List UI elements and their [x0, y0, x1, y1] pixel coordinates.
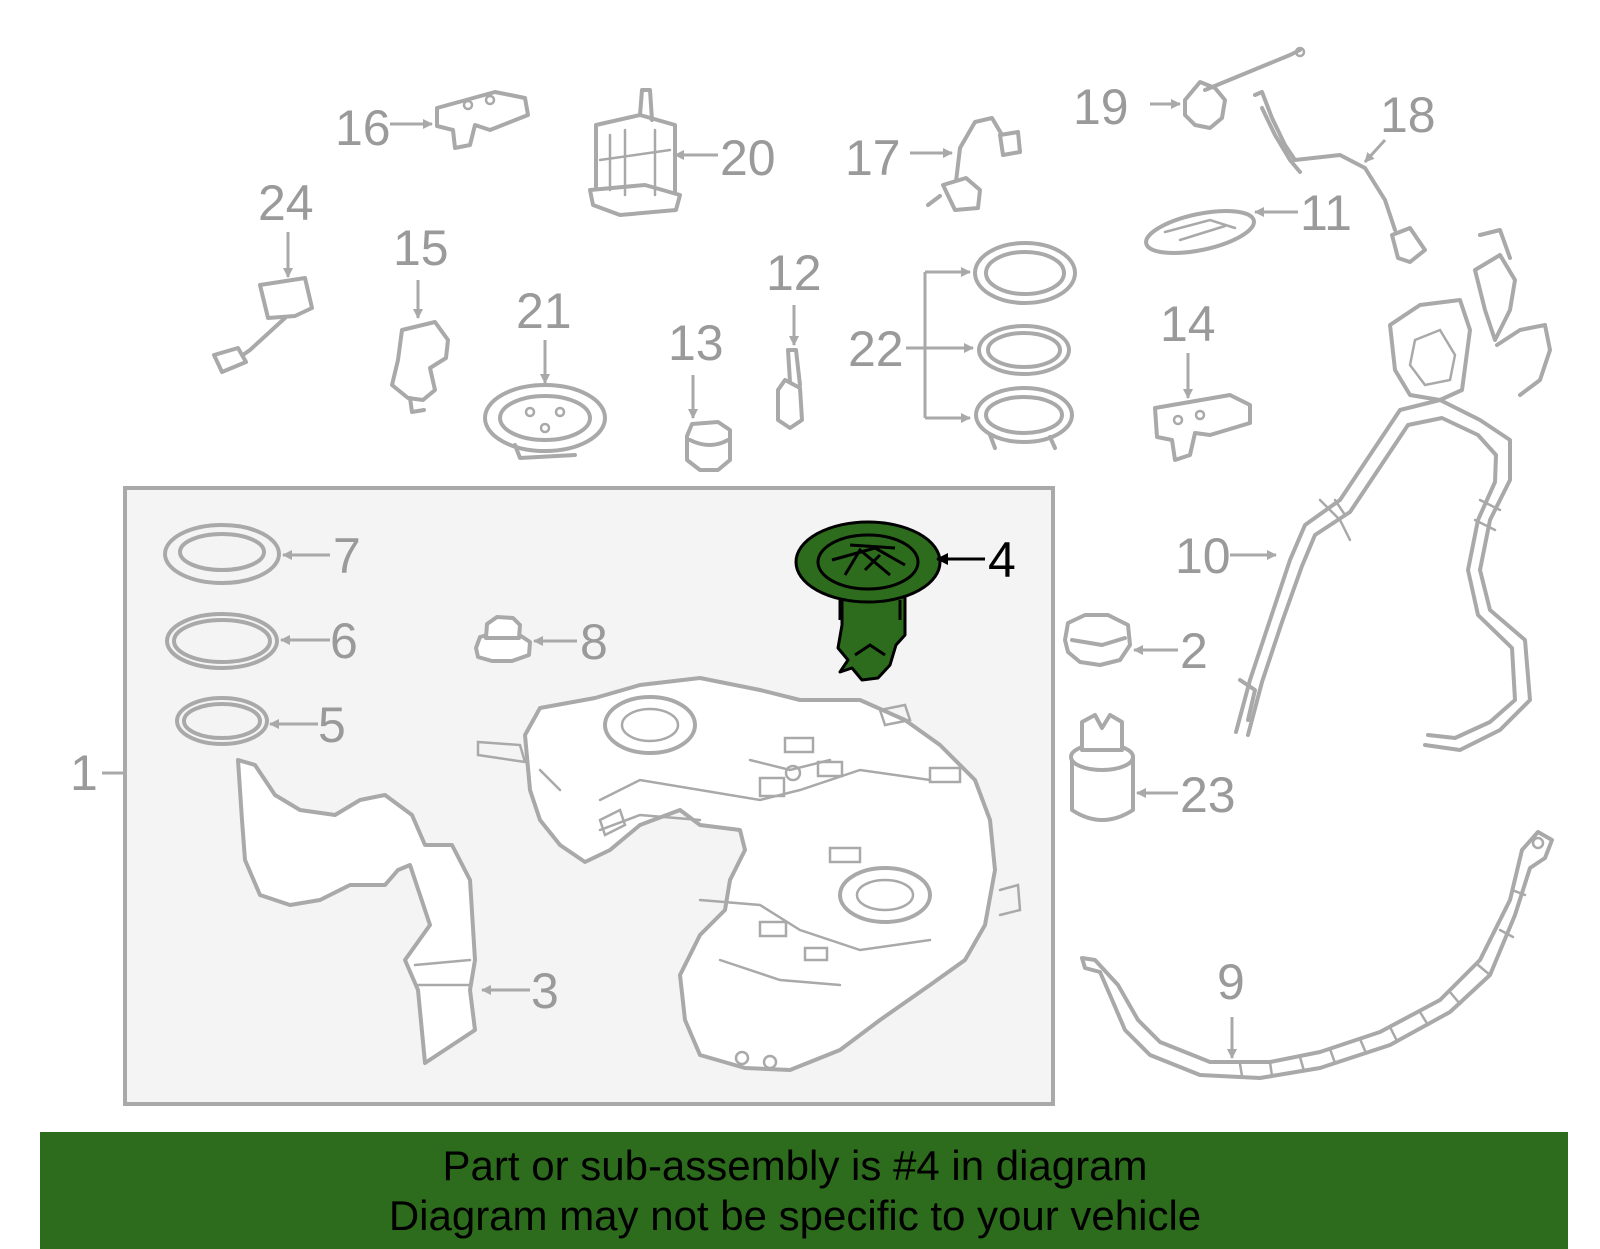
svg-text:22: 22: [848, 321, 904, 377]
svg-text:13: 13: [668, 315, 724, 371]
svg-text:20: 20: [720, 130, 776, 186]
svg-text:9: 9: [1217, 954, 1245, 1010]
part-5-seal[interactable]: 5: [175, 696, 346, 753]
svg-text:21: 21: [516, 283, 572, 339]
svg-text:24: 24: [258, 175, 314, 231]
part-15-sensor[interactable]: 15: [390, 220, 450, 414]
svg-text:14: 14: [1160, 296, 1216, 352]
svg-text:11: 11: [1300, 185, 1352, 241]
part-20-pump[interactable]: 20: [588, 88, 776, 217]
part-17-sensor[interactable]: 17: [845, 116, 1022, 212]
svg-text:15: 15: [393, 220, 449, 276]
part-14-bracket[interactable]: 14: [1153, 296, 1252, 462]
svg-text:2: 2: [1180, 623, 1208, 679]
part-23-filter[interactable]: 23: [1069, 713, 1236, 823]
svg-text:3: 3: [531, 963, 559, 1019]
fuel-tank: [476, 676, 1022, 1072]
svg-text:16: 16: [335, 100, 391, 156]
part-21-plate[interactable]: 21: [483, 283, 607, 460]
svg-text:4: 4: [988, 532, 1016, 588]
svg-text:18: 18: [1380, 87, 1436, 143]
part-8-nut[interactable]: 8: [474, 614, 608, 670]
part-2-cap[interactable]: 2: [1063, 613, 1208, 679]
part-13-grommet[interactable]: 13: [668, 315, 732, 472]
callout-1[interactable]: 1: [70, 745, 125, 801]
part-24-sensor[interactable]: 24: [212, 175, 314, 374]
svg-text:8: 8: [580, 614, 608, 670]
part-11-gasket[interactable]: 11: [1142, 185, 1352, 261]
part-18-harness[interactable]: 18: [1253, 87, 1436, 264]
part-4-fuel-pump-module[interactable]: 4: [794, 520, 1016, 682]
part-9-strap[interactable]: 9: [1080, 830, 1554, 1080]
part-19-sensor[interactable]: 19: [1073, 46, 1306, 135]
part-22-seals[interactable]: 22: [848, 241, 1077, 450]
svg-text:17: 17: [845, 130, 901, 186]
svg-text:6: 6: [330, 613, 358, 669]
part-7-seal[interactable]: 7: [163, 523, 361, 585]
banner-line-2: Diagram may not be specific to your vehi…: [388, 1192, 1202, 1239]
part-3-heat-shield[interactable]: 3: [236, 758, 559, 1065]
svg-text:23: 23: [1180, 767, 1236, 823]
svg-text:7: 7: [333, 528, 361, 584]
svg-text:10: 10: [1175, 528, 1231, 584]
svg-text:19: 19: [1073, 79, 1129, 135]
svg-text:1: 1: [70, 745, 98, 801]
info-banner: Part or sub-assembly is #4 in diagram Di…: [40, 1132, 1568, 1249]
banner-line-1: Part or sub-assembly is #4 in diagram: [442, 1142, 1148, 1189]
svg-text:12: 12: [766, 245, 822, 301]
part-12-connector[interactable]: 12: [766, 245, 822, 430]
part-6-seal[interactable]: 6: [165, 612, 358, 670]
part-16-bracket[interactable]: 16: [335, 90, 530, 156]
svg-text:5: 5: [318, 697, 346, 753]
part-10-filler-neck[interactable]: 10: [1175, 228, 1552, 752]
